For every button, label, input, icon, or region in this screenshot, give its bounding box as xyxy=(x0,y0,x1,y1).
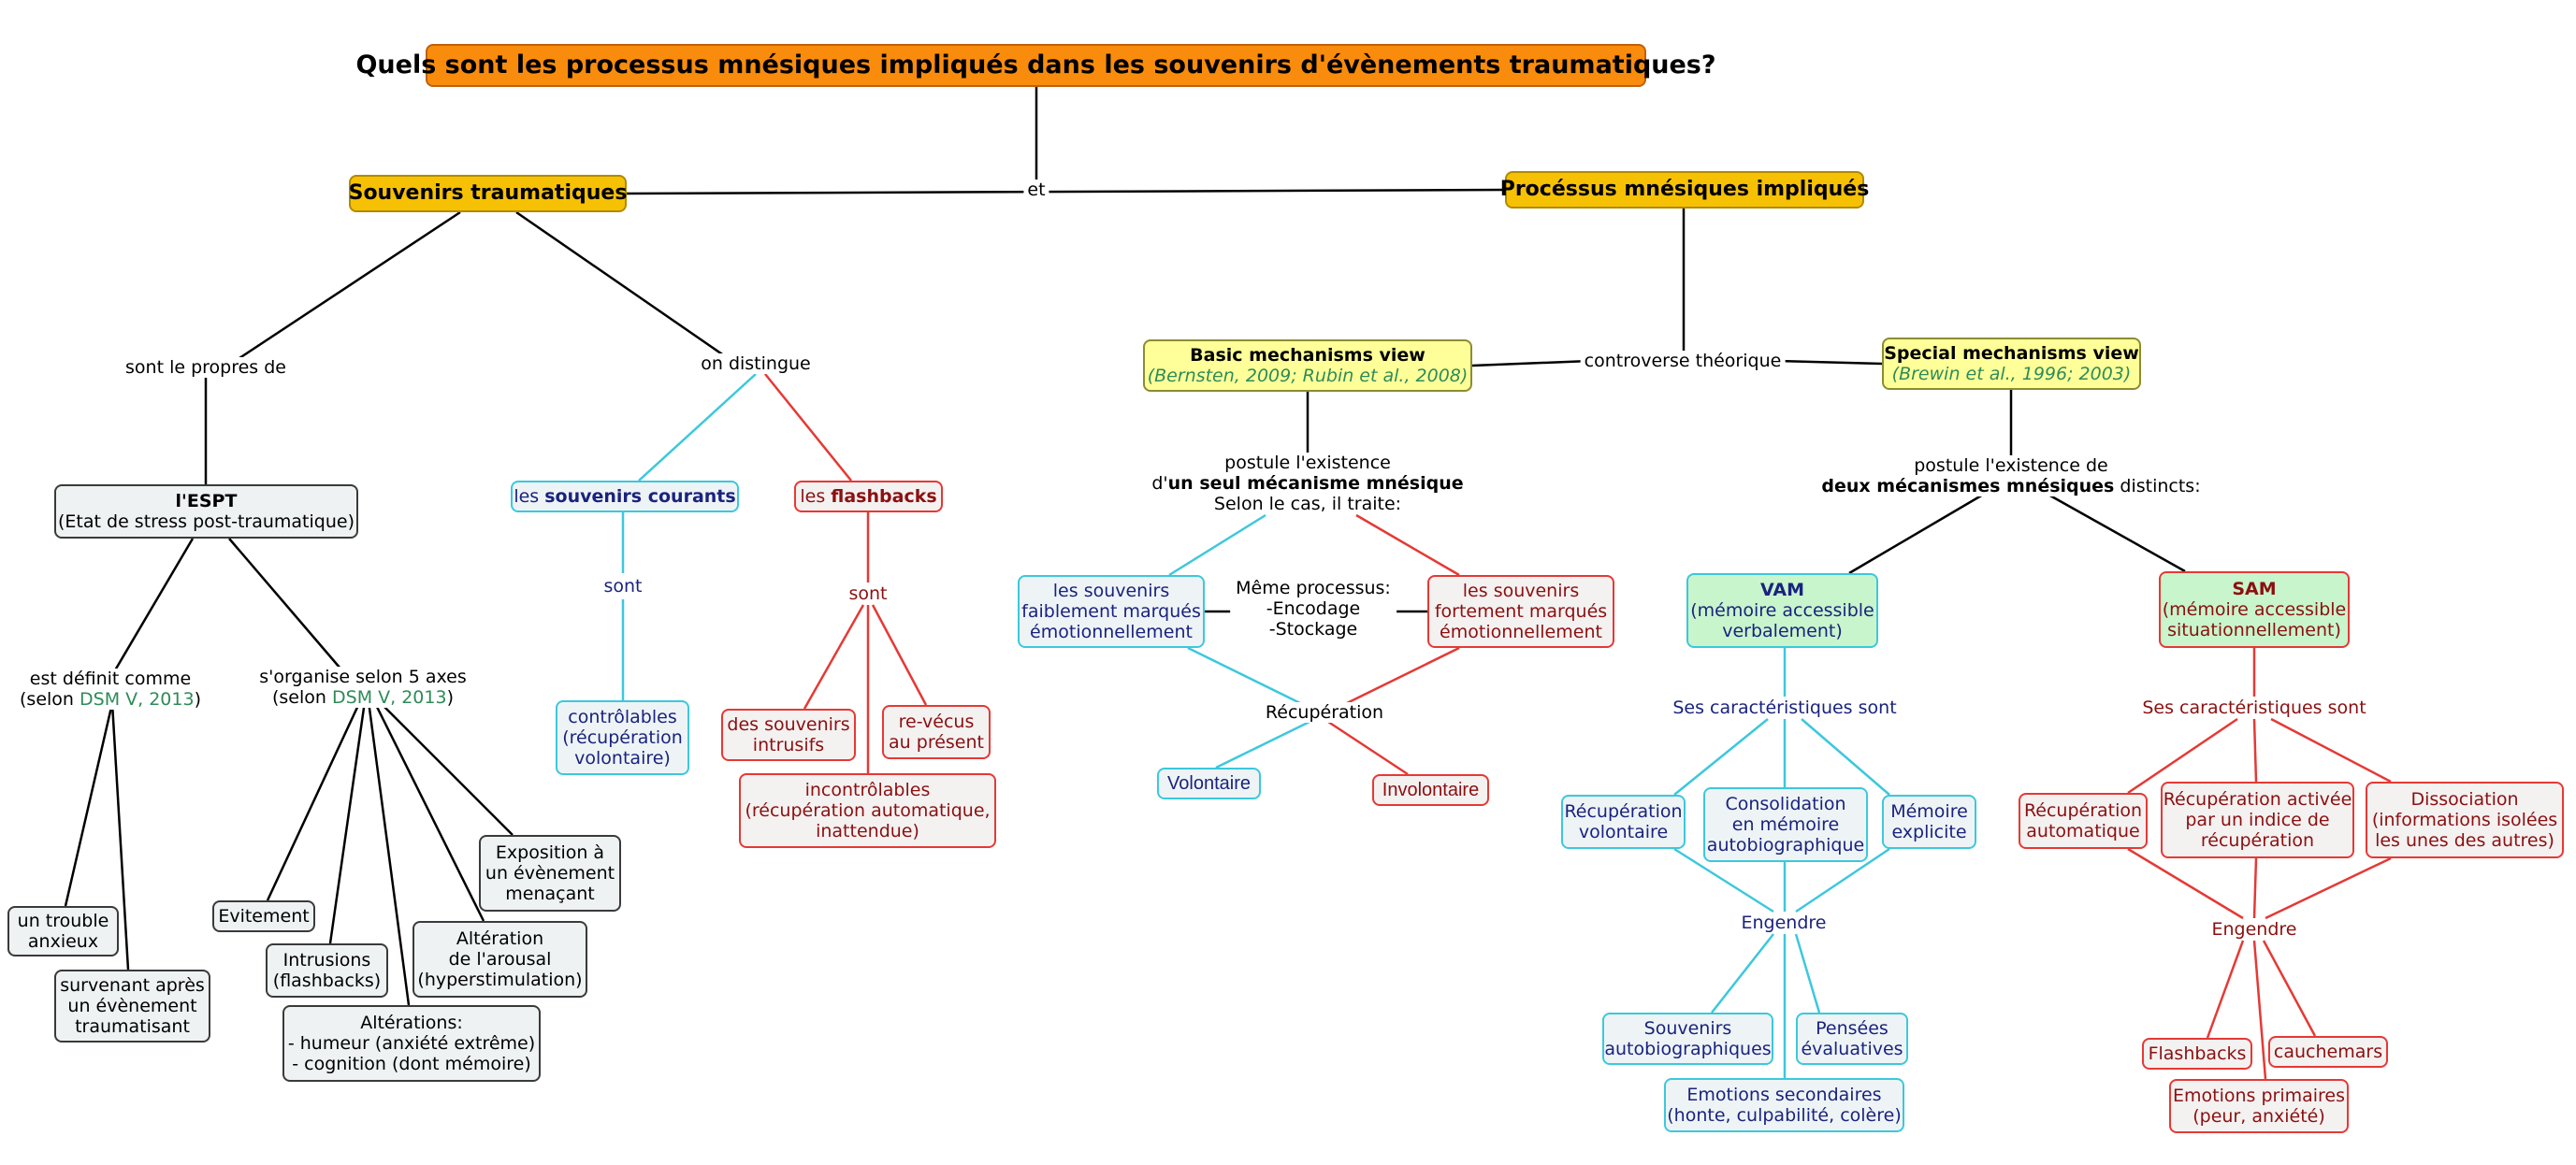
connector-line xyxy=(266,700,362,901)
processus-mnesiques-node: Procéssus mnésiques impliqués xyxy=(1500,171,1869,209)
souvenirs-courants-node: les souvenirs courants xyxy=(511,481,739,512)
pensees-evaluatives-node: Pensées évaluatives xyxy=(1796,1013,1908,1065)
fortement-marques-node: les souvenirs fortement marqués émotionn… xyxy=(1427,575,1614,648)
connector-line xyxy=(2206,940,2245,1039)
connector-line xyxy=(2048,493,2186,573)
link-meme-processus: Même processus: -Encodage -Stockage xyxy=(1230,578,1397,640)
connector-line xyxy=(372,700,485,922)
arousal-node: Altération de l'arousal (hyperstimulatio… xyxy=(412,921,587,998)
basic-mechanisms-node: Basic mechanisms view (Bernsten, 2009; R… xyxy=(1143,339,1472,392)
connector-line xyxy=(64,702,114,907)
connector-line xyxy=(2252,940,2267,1080)
connector-line xyxy=(378,700,514,836)
link-postule-un-seul: postule l'existence d'un seul mécanisme … xyxy=(1148,453,1468,514)
main-question: Quels sont les processus mnésiques impli… xyxy=(355,44,1716,87)
connector-line xyxy=(2252,857,2258,919)
connector-line xyxy=(1187,646,1301,705)
vam-node: VAM (mémoire accessible verbalement) xyxy=(1686,573,1878,648)
re-vecus-node: re-vécus au présent xyxy=(882,705,991,759)
exposition-node: Exposition à un évènement menaçant xyxy=(479,835,621,912)
connector-line xyxy=(1801,718,1890,796)
connector-line xyxy=(2265,856,2392,920)
link-postule-deux: postule l'existence de deux mécanismes m… xyxy=(1817,455,2205,496)
espt-node: l'ESPT (Etat de stress post-traumatique) xyxy=(54,484,358,539)
intrusions-node: Intrusions (flashbacks) xyxy=(266,943,388,998)
connector-line xyxy=(1711,933,1774,1014)
link-on-distingue: on distingue xyxy=(697,353,815,374)
connector-line xyxy=(2127,847,2244,920)
connector-line xyxy=(1355,513,1460,577)
incontrolables-node: incontrôlables (récupération automatique… xyxy=(739,773,996,848)
connector-line xyxy=(1327,720,1409,776)
trouble-anxieux-node: un trouble anxieux xyxy=(7,906,119,956)
emotions-secondaires-node: Emotions secondaires (honte, culpabilité… xyxy=(1664,1078,1904,1132)
souvenirs-traumatiques-node: Souvenirs traumatiques xyxy=(349,175,627,212)
souvenirs-autobio-node: Souvenirs autobiographiques xyxy=(1602,1013,1773,1065)
connector-line xyxy=(110,538,195,676)
flashbacks-sam-node: Flashbacks xyxy=(2142,1038,2252,1070)
connector-line xyxy=(228,538,347,676)
link-carac-sam: Ses caractéristiques sont xyxy=(2138,698,2370,718)
connector-line xyxy=(764,373,852,482)
connector-line xyxy=(1168,513,1266,577)
connector-line xyxy=(328,700,367,944)
link-engendre-vam: Engendre xyxy=(1737,913,1831,933)
connector-line xyxy=(2262,940,2317,1037)
connector-line xyxy=(1673,718,1769,796)
recuperation-automatique-node: Récupération automatique xyxy=(2019,793,2148,849)
connector-line xyxy=(1795,847,1890,913)
connector-line xyxy=(871,604,928,706)
souvenirs-intrusifs-node: des souvenirs intrusifs xyxy=(721,709,856,761)
connector-line xyxy=(1346,646,1460,705)
emotions-primaires-node: Emotions primaires (peur, anxiété) xyxy=(2169,1079,2349,1133)
connector-line xyxy=(367,700,411,1006)
link-sont-flashbacks: sont xyxy=(845,583,891,604)
sam-node: SAM (mémoire accessible situationnelleme… xyxy=(2159,571,2350,648)
alterations-node: Altérations: - humeur (anxiété extrême) … xyxy=(282,1005,541,1082)
involontaire-node: Involontaire xyxy=(1372,774,1489,806)
recuperation-volontaire-node: Récupération volontaire xyxy=(1561,795,1686,849)
link-et: et xyxy=(1023,180,1049,200)
faiblement-marques-node: les souvenirs faiblement marqués émotion… xyxy=(1018,575,1205,648)
connector-line xyxy=(1673,847,1774,913)
connector-line xyxy=(2270,717,2392,784)
controlables-node: contrôlables (récupération volontaire) xyxy=(556,700,689,775)
link-sont-le-propres-de: sont le propres de xyxy=(122,357,290,378)
connector-line xyxy=(2127,717,2238,795)
connector-line xyxy=(239,210,461,360)
connector-line xyxy=(1471,359,1591,367)
connector-line xyxy=(1215,720,1310,769)
connector-line xyxy=(803,604,865,710)
special-mechanisms-node: Special mechanisms view (Brewin et al., … xyxy=(1882,338,2141,390)
evitement-node: Evitement xyxy=(212,900,315,932)
connector-line xyxy=(2252,718,2258,783)
link-carac-vam: Ses caractéristiques sont xyxy=(1669,698,1901,718)
link-controverse-theorique: controverse théorique xyxy=(1580,351,1786,371)
dissociation-node: Dissociation (informations isolées les u… xyxy=(2366,782,2564,858)
flashbacks-node: les flashbacks xyxy=(794,481,943,512)
memoire-explicite-node: Mémoire explicite xyxy=(1882,795,1976,849)
connector-line xyxy=(515,210,729,360)
volontaire-node: Volontaire xyxy=(1157,768,1261,799)
connector-line xyxy=(638,373,757,482)
link-organise-5-axes: s'organise selon 5 axes (selon DSM V, 20… xyxy=(255,667,470,708)
recuperation-indice-node: Récupération activée par un indice de ré… xyxy=(2161,782,2354,858)
connector-line xyxy=(1774,359,1883,366)
connector-line xyxy=(110,702,130,971)
consolidation-node: Consolidation en mémoire autobiographiqu… xyxy=(1703,787,1868,862)
link-sont-courants: sont xyxy=(600,576,646,597)
cauchemars-node: cauchemars xyxy=(2268,1036,2388,1068)
connector-line xyxy=(1848,493,1984,575)
link-engendre-sam: Engendre xyxy=(2207,919,2301,940)
link-defini-comme: est définit comme (selon DSM V, 2013) xyxy=(16,669,205,710)
link-recuperation: Récupération xyxy=(1261,702,1388,723)
connector-line xyxy=(626,188,1506,195)
connector-line xyxy=(1794,933,1821,1014)
survenant-node: survenant après un évènement traumatisan… xyxy=(54,970,210,1043)
